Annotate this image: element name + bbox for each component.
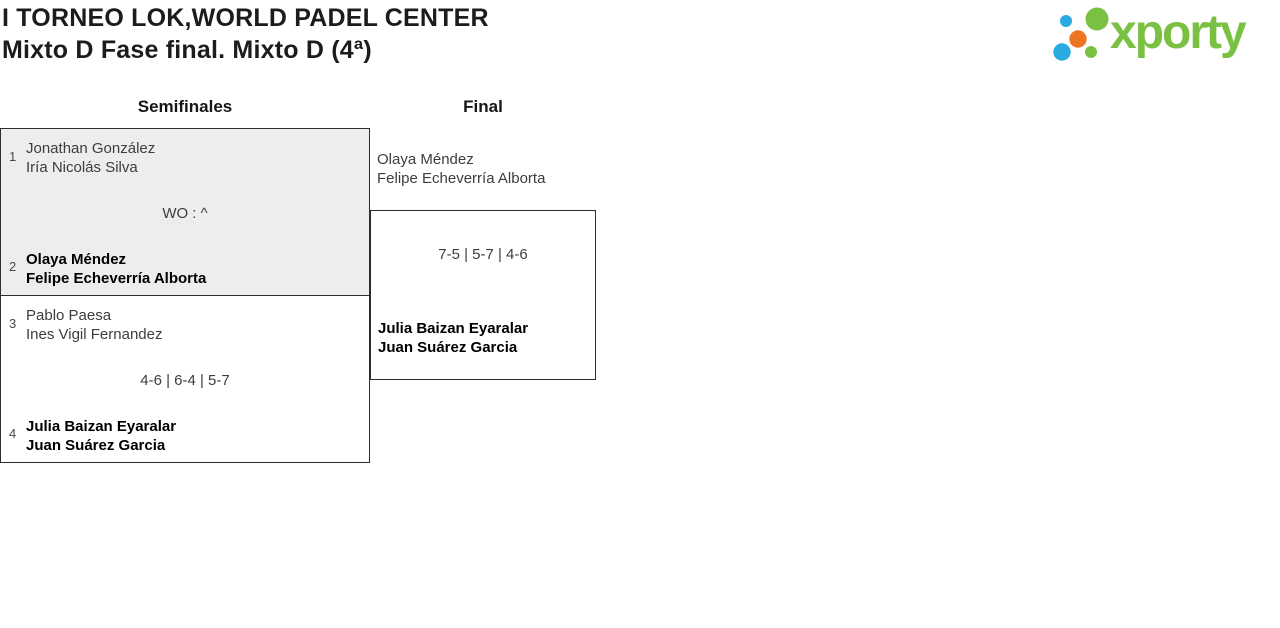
round-header-final: Final: [463, 97, 503, 116]
seed-number: 3: [9, 316, 17, 331]
match-semifinal-2: 3 Pablo Paesa Ines Vigil Fernandez 4-6 |…: [0, 295, 370, 463]
match-semifinal-1: 1 Jonathan González Iría Nicolás Silva W…: [0, 128, 370, 296]
category-subtitle: Mixto D Fase final. Mixto D (4ª): [2, 36, 372, 64]
page-header: I TORNEO LOK,WORLD PADEL CENTER Mixto D …: [2, 2, 489, 66]
player-name: Felipe Echeverría Alborta: [377, 170, 546, 187]
player-name: Ines Vigil Fernandez: [26, 326, 163, 343]
xporty-dots-icon: [1046, 0, 1116, 77]
match-final: 7-5 | 5-7 | 4-6 Julia Baizan Eyaralar Ju…: [370, 210, 596, 380]
player-name: Julia Baizan Eyaralar: [26, 418, 177, 435]
tournament-title: I TORNEO LOK,WORLD PADEL CENTER: [2, 4, 489, 32]
match-result-final: 7-5 | 5-7 | 4-6: [438, 246, 528, 263]
player-name: Jonathan González: [26, 140, 156, 157]
match-result-sf2: 4-6 | 6-4 | 5-7: [140, 372, 230, 389]
seed-number: 4: [9, 426, 17, 441]
player-name: Felipe Echeverría Alborta: [26, 270, 207, 287]
team-slot-sf2-bottom-winner: Julia Baizan Eyaralar Juan Suárez Garcia: [26, 417, 176, 455]
team-slot-sf2-top: Pablo Paesa Ines Vigil Fernandez: [26, 306, 162, 344]
team-slot-sf1-top: Jonathan González Iría Nicolás Silva: [26, 139, 155, 177]
seed-number: 1: [9, 149, 17, 164]
xporty-logo[interactable]: xporty: [1046, 0, 1280, 72]
player-name: Olaya Méndez: [26, 251, 127, 268]
seed-number: 2: [9, 259, 17, 274]
player-name: Iría Nicolás Silva: [26, 159, 138, 176]
player-name: Juan Suárez Garcia: [378, 339, 518, 356]
player-name: Julia Baizan Eyaralar: [378, 320, 529, 337]
player-name: Pablo Paesa: [26, 307, 112, 324]
team-slot-final-bottom-winner: Julia Baizan Eyaralar Juan Suárez Garcia: [378, 319, 528, 357]
xporty-wordmark: xporty: [1110, 6, 1247, 59]
round-header-semifinales: Semifinales: [137, 97, 233, 116]
match-result-sf1: WO : ^: [162, 205, 208, 222]
player-name: Olaya Méndez: [377, 151, 474, 168]
player-name: Juan Suárez Garcia: [26, 437, 166, 454]
team-slot-final-top: Olaya Méndez Felipe Echeverría Alborta: [377, 150, 545, 188]
team-slot-sf1-bottom-winner: Olaya Méndez Felipe Echeverría Alborta: [26, 250, 206, 288]
